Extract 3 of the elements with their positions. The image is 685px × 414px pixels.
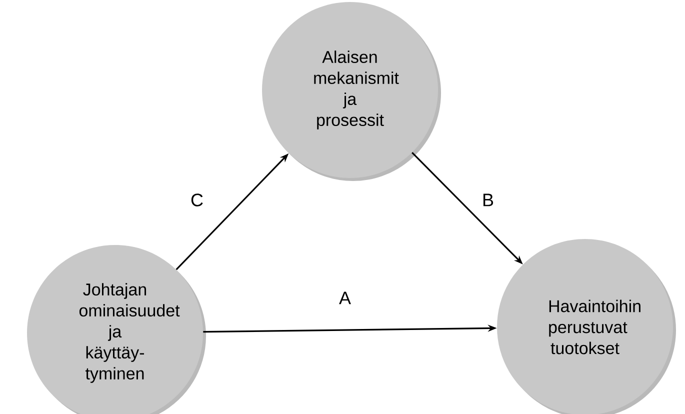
edge-label: C [191,194,203,206]
edge-label: B [483,194,494,206]
edge-label: A [339,292,351,304]
